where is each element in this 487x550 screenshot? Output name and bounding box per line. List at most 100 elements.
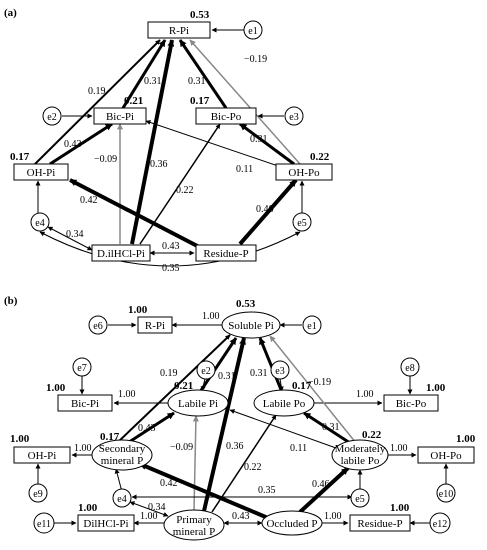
r2-ohpi: 0.17 bbox=[10, 151, 30, 163]
node-ohpi-b-label: OH-Pi bbox=[28, 450, 57, 462]
edge-e4-dil bbox=[47, 226, 93, 251]
r2-soluble: 0.53 bbox=[236, 298, 256, 310]
panel-a-coefficients: 0.19 0.31 0.31 −0.19 0.43 −0.09 0.31 0.1… bbox=[64, 54, 274, 274]
r2-bicpo-b: 1.00 bbox=[426, 382, 446, 394]
node-secondary-label-2: mineral P bbox=[101, 455, 143, 467]
coef-occluded-moderate: 0.46 bbox=[312, 479, 330, 490]
node-dil-label: D.ilHCl-Pi bbox=[97, 248, 145, 260]
coef-dil-bicpi: −0.09 bbox=[94, 154, 117, 165]
coef-primary-occluded: 0.43 bbox=[232, 511, 250, 522]
coef-res-ohpo: 0.46 bbox=[256, 204, 274, 215]
node-dil bbox=[91, 244, 151, 262]
error-e9 bbox=[28, 483, 48, 503]
error-e7-label: e7 bbox=[77, 363, 86, 374]
error-e2 bbox=[42, 106, 62, 126]
error-e7 bbox=[72, 357, 92, 377]
coef-occluded-secondary: 0.42 bbox=[160, 478, 178, 489]
node-ohpi bbox=[13, 163, 69, 181]
node-bicpi bbox=[93, 107, 147, 125]
node-secondary bbox=[91, 439, 153, 471]
node-res-b-label: Residue-P bbox=[357, 518, 402, 530]
edge-ohpi-rpi bbox=[34, 39, 161, 165]
coef-dil-res: 0.43 bbox=[162, 241, 180, 252]
coef-labilepo-bicpo: 1.00 bbox=[356, 389, 374, 400]
edge-bicpi-rpi bbox=[121, 39, 167, 109]
error-e11 bbox=[33, 512, 55, 534]
edge-ohpo-rpi bbox=[189, 39, 301, 165]
coef-labilepi-soluble: 0.31 bbox=[218, 371, 236, 382]
coef-res-ohpi: 0.42 bbox=[80, 195, 98, 206]
node-ohpo bbox=[275, 163, 333, 181]
node-soluble-label: Soluble Pi bbox=[228, 320, 274, 332]
edge-primary-soluble bbox=[202, 337, 246, 512]
panel-b-coefficients: 1.00 1.00 1.00 1.00 1.00 1.00 1.00 0.19 … bbox=[74, 311, 408, 522]
error-e12-label: e12 bbox=[433, 519, 447, 530]
edge-labilepi-soluble bbox=[198, 337, 238, 393]
r2-moderate: 0.22 bbox=[362, 429, 382, 441]
coef-moderate-labilepo: 0.31 bbox=[322, 422, 340, 433]
coef-secondary-soluble: 0.19 bbox=[160, 368, 178, 379]
panel-b-label: (b) bbox=[4, 295, 18, 307]
panel-a: (a) bbox=[4, 7, 333, 274]
coef-secondary-ohpi: 1.00 bbox=[74, 443, 92, 454]
coef-bicpi-rpi: 0.31 bbox=[144, 76, 162, 87]
edge-moderate-soluble bbox=[269, 335, 357, 444]
coef-ohpo-bicpo: 0.31 bbox=[250, 134, 268, 145]
coef-primary-labilepi: −0.09 bbox=[170, 442, 193, 453]
node-moderate-label-2: labile Po bbox=[341, 455, 380, 467]
error-e4-b-label: e4 bbox=[117, 494, 126, 505]
coef-moderate-ohpo: 1.00 bbox=[390, 443, 408, 454]
edge-secondary-soluble bbox=[117, 334, 231, 443]
node-bicpo-label: Bic-Po bbox=[211, 111, 242, 123]
edge-occluded-secondary bbox=[139, 462, 269, 520]
coef-e4-e5: 0.35 bbox=[162, 263, 180, 274]
error-e4-b bbox=[112, 488, 132, 508]
error-e10 bbox=[436, 483, 456, 503]
r2-dil-b: 1.00 bbox=[78, 502, 98, 514]
error-e2-label: e2 bbox=[47, 112, 56, 123]
coef-bicpo-rpi: 0.31 bbox=[188, 76, 206, 87]
coef-primary-soluble: 0.36 bbox=[226, 441, 244, 452]
error-e3 bbox=[284, 106, 304, 126]
node-soluble bbox=[221, 311, 281, 339]
coef-ohpo-rpi: −0.19 bbox=[244, 54, 267, 65]
coef-moderate-soluble: −0.19 bbox=[308, 377, 331, 388]
edge-e4-primary bbox=[129, 501, 169, 517]
error-e5 bbox=[292, 212, 312, 232]
node-labile-po-label: Labile Po bbox=[263, 398, 306, 410]
error-e2-b bbox=[196, 360, 216, 380]
edge-e4-e5 bbox=[39, 231, 301, 267]
error-e3-b bbox=[270, 360, 290, 380]
error-e6-label: e6 bbox=[93, 321, 102, 332]
r2-res-b: 1.00 bbox=[390, 502, 410, 514]
r2-bicpi-b: 1.00 bbox=[46, 382, 66, 394]
edge-moderate-labilepi bbox=[229, 409, 337, 449]
node-occluded bbox=[261, 510, 323, 536]
error-e8 bbox=[400, 357, 420, 377]
error-e8-label: e8 bbox=[405, 363, 414, 374]
error-e2-b-label: e2 bbox=[201, 366, 210, 377]
node-secondary-label-1: Secondary bbox=[99, 443, 146, 455]
r2-labile-pi: 0.21 bbox=[174, 380, 193, 392]
error-e1-b bbox=[302, 315, 322, 335]
error-e4-label: e4 bbox=[35, 218, 44, 229]
error-e1-b-label: e1 bbox=[307, 321, 316, 332]
node-rpi-label: R-Pi bbox=[169, 25, 189, 37]
error-e5-b-label: e5 bbox=[355, 494, 364, 505]
r2-ohpo-b: 1.00 bbox=[456, 433, 476, 445]
r2-bicpi: 0.21 bbox=[124, 95, 143, 107]
edge-secondary-labilepi bbox=[125, 411, 175, 446]
r2-ohpo: 0.22 bbox=[310, 151, 330, 163]
coef-e4-e5: 0.35 bbox=[258, 485, 276, 496]
node-bicpi-b bbox=[57, 394, 113, 412]
edge-occluded-moderate bbox=[298, 466, 350, 514]
edge-ohpo-bicpi bbox=[145, 120, 285, 169]
r2-labile-po: 0.17 bbox=[292, 380, 312, 392]
coef-primary-dil: 1.00 bbox=[140, 511, 158, 522]
panel-a-nodes bbox=[13, 20, 333, 262]
coef-soluble-rpi: 1.00 bbox=[202, 311, 220, 322]
edge-res-ohpi bbox=[69, 178, 206, 252]
coef-moderate-labilepi: 0.11 bbox=[290, 443, 307, 454]
panel-a-edges bbox=[34, 27, 305, 267]
edge-bicpo-rpi bbox=[178, 39, 228, 109]
